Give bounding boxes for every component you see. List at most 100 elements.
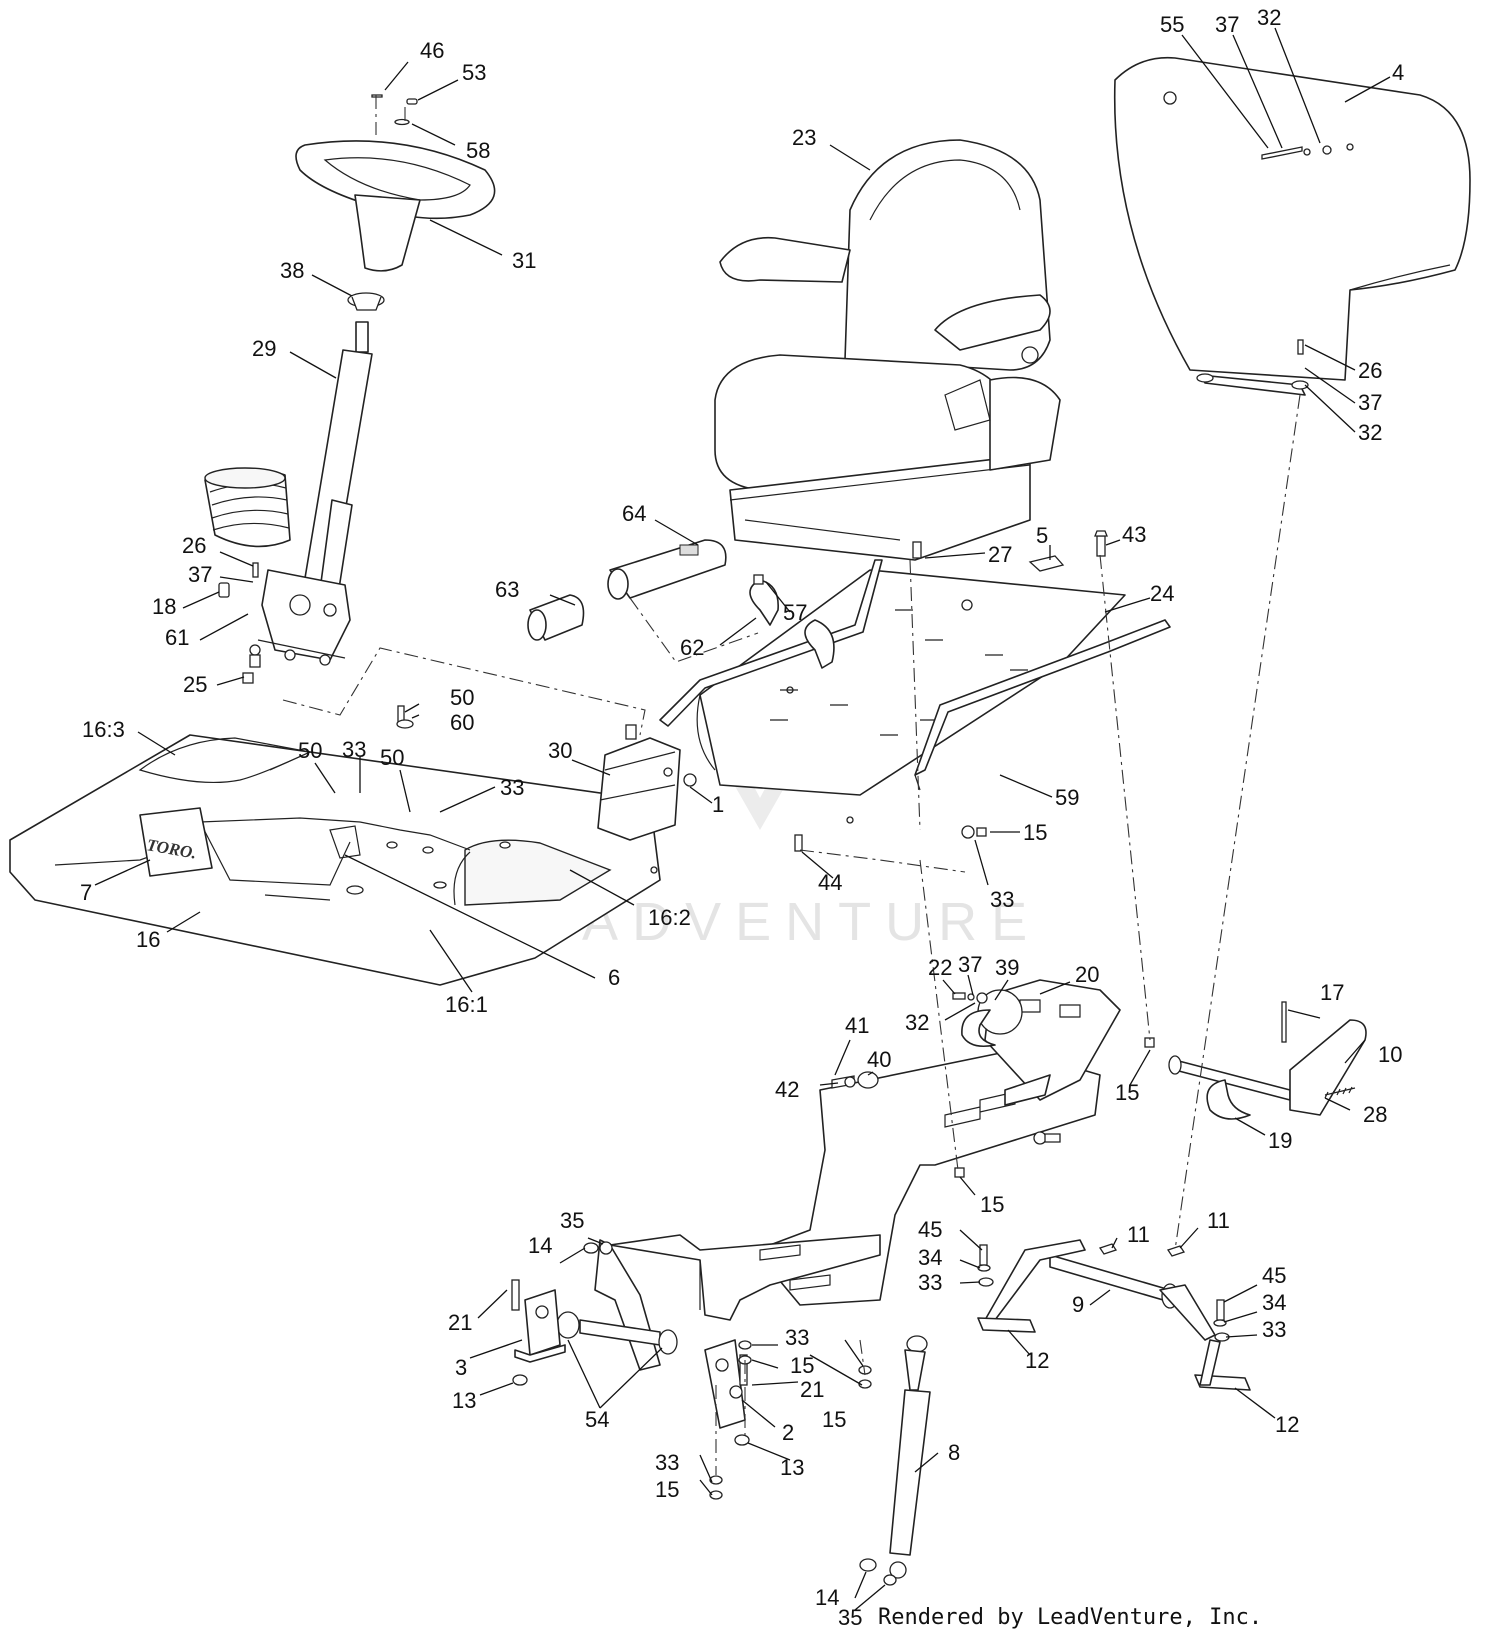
part-floor-plate: TORO. [9,734,661,986]
alignment-lines [282,95,1301,1475]
callout-59: 59 [1055,785,1079,810]
part-cap-63 [527,594,585,641]
callout-46: 46 [420,38,444,63]
callout-6: 6 [608,965,620,990]
callout-7: 7 [80,880,92,905]
callout-15-f: 15 [655,1477,679,1502]
callout-labels: 46 53 58 31 38 29 26 37 18 61 25 16:3 50… [80,5,1404,1630]
callout-27: 27 [988,542,1012,567]
callout-15-d: 15 [790,1353,814,1378]
callout-34-a: 34 [918,1245,942,1270]
callout-12-a: 12 [1025,1348,1049,1373]
callout-62: 62 [680,635,704,660]
part-seat [714,139,1061,561]
callout-8: 8 [948,1440,960,1465]
callout-54: 54 [585,1407,609,1432]
callout-16-1: 16:1 [445,992,488,1017]
part-steering-wheel [295,140,496,311]
callout-5: 5 [1036,523,1048,548]
callout-33-b: 33 [500,775,524,800]
callout-32-top: 32 [1257,5,1281,30]
callout-14-a: 14 [528,1233,552,1258]
callout-45-b: 45 [1262,1263,1286,1288]
callout-13-b: 13 [780,1455,804,1480]
callout-50-a: 50 [298,738,322,763]
part-fender-cover [1113,56,1471,396]
toro-badge: TORO. [139,807,213,877]
callout-31: 31 [512,248,536,273]
callout-24: 24 [1150,581,1174,606]
callout-30: 30 [548,738,572,763]
part-pivot-shaft [556,1311,678,1355]
callout-35-a: 35 [560,1208,584,1233]
callout-35-b: 35 [838,1605,862,1630]
part-hydraulic-unit [597,724,697,841]
callout-43: 43 [1122,522,1146,547]
callout-19: 19 [1268,1128,1292,1153]
callout-50-b: 50 [380,745,404,770]
callout-23: 23 [792,125,816,150]
callout-55: 55 [1160,12,1184,37]
callout-26-left: 26 [182,533,206,558]
part-main-frame [594,979,1121,1371]
callout-33-d: 33 [785,1325,809,1350]
callout-41: 41 [845,1013,869,1038]
callout-42: 42 [775,1077,799,1102]
callout-12-b: 12 [1275,1412,1299,1437]
callout-33-a: 33 [342,737,366,762]
callout-17: 17 [1320,980,1344,1005]
callout-21-a: 21 [448,1310,472,1335]
frame-hardware [831,992,1155,1178]
callout-38: 38 [280,258,304,283]
part-gas-spring [859,1335,931,1586]
part-bracket-3 [511,1241,613,1386]
callout-15-b: 15 [1115,1080,1139,1105]
leader-lines [94,27,1391,1611]
callout-15-a: 15 [1023,820,1047,845]
callout-32-right: 32 [1358,420,1382,445]
callout-22: 22 [928,955,952,980]
callout-10: 10 [1378,1042,1402,1067]
callout-53: 53 [462,60,486,85]
part-seat-rod [659,559,883,727]
callout-64: 64 [622,501,646,526]
callout-33-g: 33 [1262,1317,1286,1342]
part-rod-59 [914,619,1171,791]
callout-63: 63 [495,577,519,602]
callout-26-right: 26 [1358,358,1382,383]
callout-14-b: 14 [815,1585,839,1610]
callout-15-c: 15 [980,1192,1004,1217]
callout-11-b: 11 [1207,1208,1230,1233]
callout-40: 40 [867,1047,891,1072]
callout-45-a: 45 [918,1217,942,1242]
callout-44: 44 [818,870,842,895]
part-steering-boot [204,467,291,548]
callout-13-a: 13 [452,1388,476,1413]
callout-15-e: 15 [822,1407,846,1432]
callout-58: 58 [466,138,490,163]
callout-61: 61 [165,625,189,650]
callout-50-top: 50 [450,685,474,710]
callout-1: 1 [712,792,724,817]
part-latch-shaft [961,1001,1367,1120]
callout-3: 3 [455,1355,467,1380]
callout-37-frame: 37 [958,952,982,977]
callout-32-frame: 32 [905,1010,929,1035]
seat-hardware [794,530,1108,852]
callout-18: 18 [152,594,176,619]
callout-33-f: 33 [918,1270,942,1295]
part-tube-64 [607,539,727,600]
callout-16: 16 [136,927,160,952]
callout-57: 57 [783,600,807,625]
callout-37-top: 37 [1215,12,1239,37]
callout-39: 39 [995,955,1019,980]
callout-4: 4 [1392,60,1404,85]
callout-9: 9 [1072,1292,1084,1317]
callout-28: 28 [1363,1102,1387,1127]
callout-25: 25 [183,672,207,697]
callout-21-b: 21 [800,1377,824,1402]
callout-60: 60 [450,710,474,735]
callout-37-right: 37 [1358,390,1382,415]
callout-37-left: 37 [188,562,212,587]
